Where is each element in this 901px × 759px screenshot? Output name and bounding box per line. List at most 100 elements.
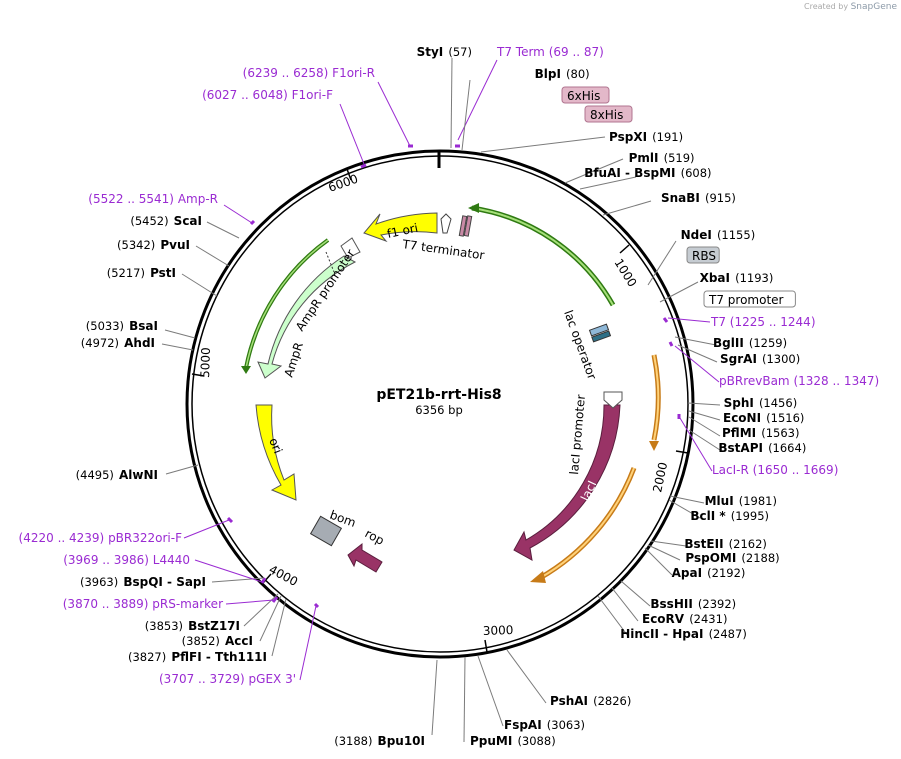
label-bspQI[interactable]: (3963) BspQI - SapI bbox=[80, 571, 206, 590]
primer-range-l4440: (3969 .. 3986) bbox=[63, 553, 149, 567]
enzyme-pos-sphI: (1456) bbox=[759, 396, 797, 410]
leader-line-ecoNI bbox=[688, 410, 721, 421]
label-ecoRV[interactable]: EcoRV (2431) bbox=[642, 608, 727, 627]
leader-line-styI bbox=[450, 57, 453, 149]
label-ahdI[interactable]: (4972) AhdI bbox=[81, 332, 155, 351]
label-bfuAI[interactable]: BfuAI - BspMI (608) bbox=[584, 162, 711, 181]
feature-ampr-label: AmpR bbox=[282, 340, 306, 378]
label-bsaI[interactable]: (5033) BsaI bbox=[86, 315, 158, 334]
label-scaI[interactable]: (5452) ScaI bbox=[130, 210, 202, 229]
label-bglII[interactable]: BglII (1259) bbox=[713, 332, 787, 351]
label-pvuI[interactable]: (5342) PvuI bbox=[117, 234, 190, 253]
enzyme-pos-pshAI: (2826) bbox=[593, 694, 631, 708]
feature-lacipromoter-label: lacI promoter bbox=[567, 394, 588, 475]
label-t7prom[interactable]: T7 promoter bbox=[703, 290, 796, 308]
label-ampR[interactable]: (5522 .. 5541) Amp-R bbox=[88, 192, 218, 206]
label-hincII[interactable]: HincII - HpaI (2487) bbox=[620, 623, 747, 642]
label-bstAPI[interactable]: BstAPI (1664) bbox=[718, 437, 806, 456]
label-t7term[interactable]: T7 Term (69 .. 87) bbox=[496, 45, 604, 59]
label-text-bsaI: (5033) BsaI bbox=[86, 315, 158, 334]
enzyme-name-ecoNI: EcoNI bbox=[723, 411, 761, 425]
label-prsmarker[interactable]: (3870 .. 3889) pRS-marker bbox=[63, 597, 223, 611]
label-apaI[interactable]: ApaI (2192) bbox=[672, 562, 746, 581]
label-text-bglII: BglII (1259) bbox=[713, 332, 787, 351]
leader-line-bstZ17I bbox=[243, 593, 279, 627]
label-pmlI[interactable]: PmlI (519) bbox=[629, 147, 695, 166]
label-ecoNI[interactable]: EcoNI (1516) bbox=[723, 407, 804, 426]
primer-name-prsmarker: pRS-marker bbox=[152, 597, 223, 611]
label-pspOMI[interactable]: PspOMI (2188) bbox=[685, 547, 779, 566]
label-text-bclI: BclI * (1995) bbox=[690, 505, 769, 524]
label-lacIR[interactable]: LacI-R (1650 .. 1669) bbox=[712, 463, 838, 477]
enzyme-name-scaI: ScaI bbox=[174, 214, 202, 228]
leader-line-accI bbox=[259, 595, 282, 642]
label-pstI[interactable]: (5217) PstI bbox=[107, 262, 176, 281]
label-ndeI[interactable]: NdeI (1155) bbox=[681, 224, 756, 243]
label-text-pspOMI: PspOMI (2188) bbox=[685, 547, 779, 566]
feature-lacipromoter-arrow bbox=[603, 391, 623, 409]
enzyme-name-pflMI: PflMI bbox=[722, 426, 756, 440]
label-snaBI[interactable]: SnaBI (915) bbox=[661, 187, 736, 206]
label-text-accI: (3852) AccI bbox=[182, 630, 253, 649]
feature-t7terminator-label: T7 terminator bbox=[401, 237, 486, 263]
label-text-pspXI: PspXI (191) bbox=[609, 126, 683, 145]
primer-range-t7term: (69 .. 87) bbox=[549, 45, 604, 59]
label-sgrAI[interactable]: SgrAI (1300) bbox=[720, 348, 800, 367]
primer-range-pbr322ori: (4220 .. 4239) bbox=[19, 531, 105, 545]
primer-range-prsmarker: (3870 .. 3889) bbox=[63, 597, 149, 611]
enzyme-name-bstEII: BstEII bbox=[684, 537, 723, 551]
label-bstZ17I[interactable]: (3853) BstZ17I bbox=[145, 615, 240, 634]
label-pgex3[interactable]: (3707 .. 3729) pGEX 3' bbox=[159, 672, 296, 686]
label-pshAI[interactable]: PshAI (2826) bbox=[550, 690, 631, 709]
label-rbs[interactable]: RBS bbox=[686, 246, 720, 264]
label-text-bspQI: (3963) BspQI - SapI bbox=[80, 571, 206, 590]
label-l4440[interactable]: (3969 .. 3986) L4440 bbox=[63, 553, 190, 567]
leader-line-apaI bbox=[644, 547, 673, 576]
feature-orange-arc-1-inner bbox=[653, 354, 660, 441]
leader-line-ndeI bbox=[647, 240, 677, 286]
enzyme-name-snaBI: SnaBI bbox=[661, 191, 700, 205]
label-bstEII[interactable]: BstEII (2162) bbox=[684, 533, 767, 552]
label-xbaI[interactable]: XbaI (1193) bbox=[700, 267, 774, 286]
label-sphI[interactable]: SphI (1456) bbox=[724, 392, 798, 411]
label-f1oriF[interactable]: (6027 .. 6048) F1ori-F bbox=[202, 88, 333, 102]
leader-line-pspOMI bbox=[647, 544, 681, 561]
label-bssHII[interactable]: BssHII (2392) bbox=[650, 593, 736, 612]
enzyme-pos-pflFI: (3827) bbox=[128, 650, 166, 664]
enzyme-name-mluI: MluI bbox=[705, 494, 734, 508]
label-t7[interactable]: T7 (1225 .. 1244) bbox=[710, 315, 816, 329]
label-pspXI[interactable]: PspXI (191) bbox=[609, 126, 683, 145]
label-f1oriR[interactable]: (6239 .. 6258) F1ori-R bbox=[243, 66, 375, 80]
enzyme-pos-blpI: (80) bbox=[566, 67, 590, 81]
enzyme-pos-bspQI: (3963) bbox=[80, 575, 118, 589]
label-mluI[interactable]: MluI (1981) bbox=[705, 490, 777, 509]
label-styI[interactable]: StyI (57) bbox=[417, 41, 472, 60]
label-pbrrev[interactable]: pBRrevBam (1328 .. 1347) bbox=[719, 374, 879, 388]
label-pflMI[interactable]: PflMI (1563) bbox=[722, 422, 799, 441]
label-pbr322ori[interactable]: (4220 .. 4239) pBR322ori-F bbox=[19, 531, 183, 545]
feature-ampr-outer-arrowhead bbox=[241, 366, 251, 374]
label-pflFI[interactable]: (3827) PflFI - Tth111I bbox=[128, 646, 267, 665]
label-alwNI[interactable]: (4495) AlwNI bbox=[76, 464, 158, 483]
feature-lacoperator-box bbox=[588, 323, 610, 337]
enzyme-pos-scaI: (5452) bbox=[130, 214, 168, 228]
feature-laci-arrow bbox=[513, 404, 621, 561]
label-accI[interactable]: (3852) AccI bbox=[182, 630, 253, 649]
label-blpI[interactable]: BlpI (80) bbox=[535, 63, 590, 82]
label-fspAI[interactable]: FspAI (3063) bbox=[504, 714, 585, 733]
enzyme-name-pmlI: PmlI bbox=[629, 151, 659, 165]
label-ppuMI[interactable]: PpuMI (3088) bbox=[470, 730, 556, 749]
label-text-ppuMI: PpuMI (3088) bbox=[470, 730, 556, 749]
label-his8[interactable]: 8xHis bbox=[584, 105, 633, 123]
label-text-lacIR: LacI-R (1650 .. 1669) bbox=[712, 463, 838, 477]
enzyme-pos-alwNI: (4495) bbox=[76, 468, 114, 482]
label-his6[interactable]: 6xHis bbox=[561, 86, 610, 104]
label-text-ampR: (5522 .. 5541) Amp-R bbox=[88, 192, 218, 206]
enzyme-pos-pstI: (5217) bbox=[107, 266, 145, 280]
primer-name-pbr322ori: pBR322ori-F bbox=[108, 531, 182, 545]
feature-lacoperator-label: lac operator bbox=[561, 308, 599, 381]
leader-line-prsmarker bbox=[225, 599, 275, 605]
leader-line-hincII bbox=[597, 595, 629, 637]
label-bclI[interactable]: BclI * (1995) bbox=[690, 505, 769, 524]
label-bpu10I[interactable]: (3188) Bpu10I bbox=[334, 730, 425, 749]
